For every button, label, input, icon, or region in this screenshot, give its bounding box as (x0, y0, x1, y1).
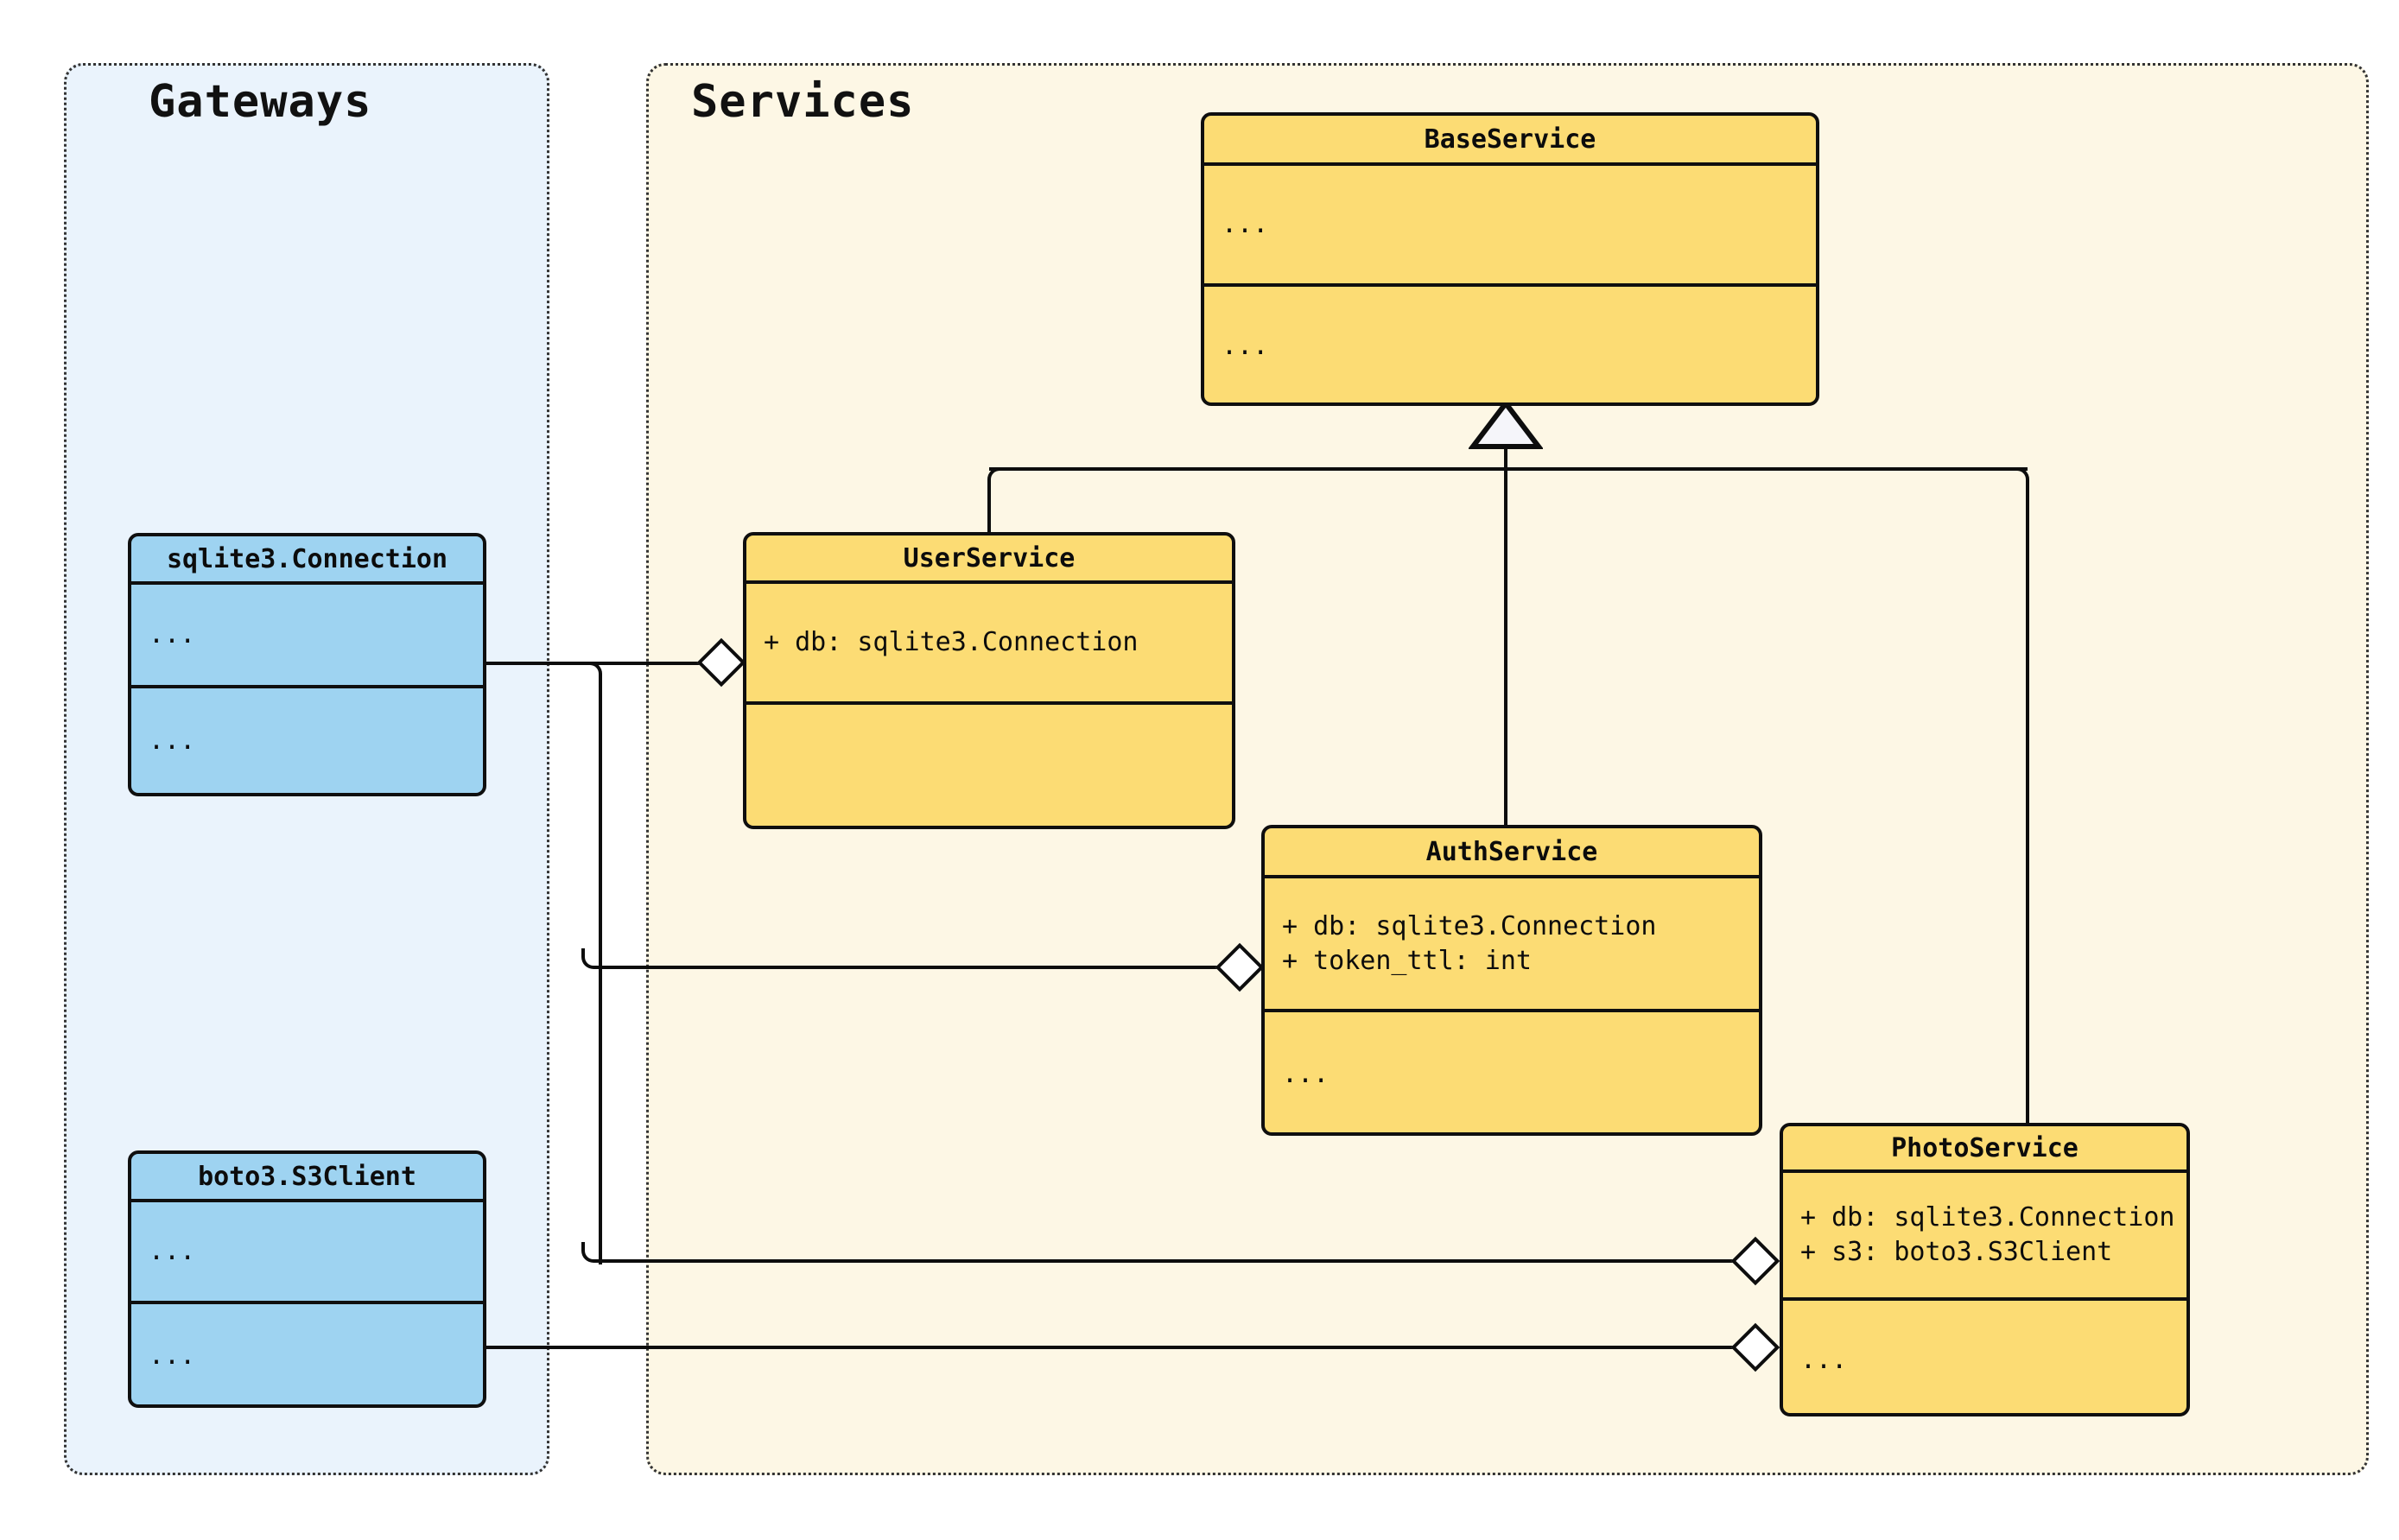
method-row: ... (149, 1340, 196, 1372)
aggregation-line-db-photoservice (600, 1259, 1741, 1263)
class-name-userservice: UserService (746, 536, 1232, 584)
attribute-row: + db: sqlite3.Connection (1282, 910, 1657, 941)
class-methods-authservice: ... (1265, 1012, 1759, 1132)
generalization-drop-userservice (987, 483, 991, 536)
class-methods-sqlite3-connection: ... (131, 688, 483, 793)
attribute-row: ... (149, 1236, 196, 1267)
generalization-corner-left (987, 467, 1008, 488)
generalization-corner-right (2009, 467, 2029, 488)
method-row: ... (149, 725, 196, 756)
attribute-row: ... (1222, 209, 1269, 240)
class-attributes-boto3-s3client: ... (131, 1202, 483, 1304)
class-name-sqlite3-connection: sqlite3.Connection (131, 536, 483, 585)
aggregation-line-s3-photoservice (486, 1346, 1741, 1349)
class-attributes-userservice: + db: sqlite3.Connection (746, 584, 1232, 705)
attribute-row: + token_ttl: int (1282, 945, 1532, 976)
package-services-title: Services (691, 76, 915, 128)
package-gateways-title: Gateways (149, 76, 372, 128)
class-name-authservice: AuthService (1265, 828, 1759, 878)
class-box-userservice[interactable]: UserService + db: sqlite3.Connection (743, 532, 1235, 829)
attribute-row: + db: sqlite3.Connection (764, 627, 1139, 658)
method-row: ... (1800, 1345, 1848, 1376)
attribute-row: ... (149, 619, 196, 650)
class-attributes-baseservice: ... (1204, 166, 1816, 287)
class-attributes-sqlite3-connection: ... (131, 585, 483, 688)
class-methods-baseservice: ... (1204, 287, 1816, 402)
class-methods-userservice (746, 705, 1232, 826)
aggregation-trunk-db (599, 677, 602, 1264)
class-box-photoservice[interactable]: PhotoService + db: sqlite3.Connection + … (1780, 1123, 2190, 1416)
class-name-photoservice: PhotoService (1783, 1126, 2186, 1173)
generalization-bus-line (989, 467, 2028, 471)
class-box-sqlite3-connection[interactable]: sqlite3.Connection ... ... (128, 533, 486, 796)
aggregation-corner-db-authservice (581, 948, 602, 969)
class-methods-photoservice: ... (1783, 1301, 2186, 1413)
class-attributes-authservice: + db: sqlite3.Connection + token_ttl: in… (1265, 878, 1759, 1012)
aggregation-corner-db-trunk (581, 662, 602, 682)
aggregation-corner-db-photoservice (581, 1242, 602, 1263)
method-row: ... (1282, 1058, 1330, 1089)
generalization-drop-photoservice (2026, 483, 2029, 1126)
method-row: ... (1222, 331, 1269, 362)
class-box-boto3-s3client[interactable]: boto3.S3Client ... ... (128, 1150, 486, 1408)
class-box-baseservice[interactable]: BaseService ... ... (1201, 112, 1819, 406)
class-name-boto3-s3client: boto3.S3Client (131, 1154, 483, 1202)
inheritance-triangle-icon (1469, 401, 1543, 449)
class-attributes-photoservice: + db: sqlite3.Connection + s3: boto3.S3C… (1783, 1173, 2186, 1301)
aggregation-line-db-authservice (600, 966, 1224, 969)
attribute-row: + s3: boto3.S3Client (1800, 1237, 2113, 1267)
class-box-authservice[interactable]: AuthService + db: sqlite3.Connection + t… (1261, 825, 1762, 1136)
class-methods-boto3-s3client: ... (131, 1304, 483, 1404)
generalization-drop-authservice (1504, 440, 1507, 829)
attribute-row: + db: sqlite3.Connection (1800, 1202, 2175, 1233)
class-name-baseservice: BaseService (1204, 116, 1816, 166)
